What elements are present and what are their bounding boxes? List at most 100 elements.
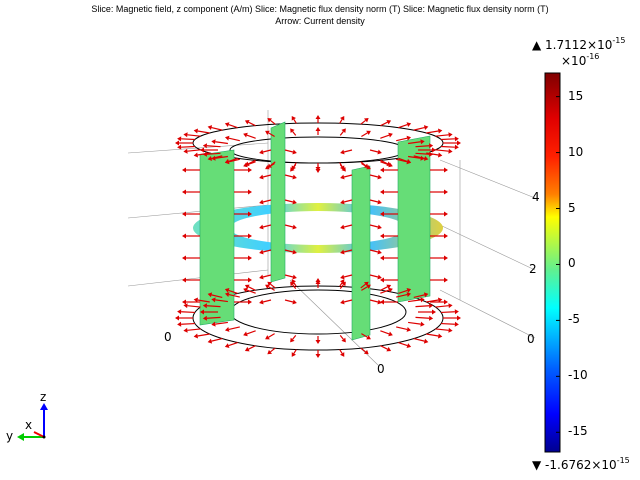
triad-x-label: x: [25, 418, 33, 432]
current-arrow-head: [444, 167, 448, 173]
colorbar-min-exp: -15: [616, 456, 630, 465]
current-arrow-head: [224, 288, 230, 293]
current-arrow-head: [444, 189, 448, 195]
current-arrow: [268, 162, 275, 168]
flux-density-ring-slice: [193, 203, 443, 253]
current-arrow: [415, 316, 430, 319]
current-arrow-head: [340, 199, 345, 205]
colorbar-tick-label: 15: [568, 88, 584, 103]
current-arrow-head: [386, 119, 392, 125]
x-tick-label: 0: [164, 330, 172, 344]
current-arrow-head: [454, 321, 459, 327]
current-arrow-head: [444, 255, 448, 261]
current-arrow-head: [207, 292, 213, 298]
current-arrow: [181, 311, 195, 314]
current-arrow: [215, 155, 228, 159]
current-arrow-head: [444, 233, 448, 239]
current-arrow: [197, 299, 210, 303]
current-arrow-head: [207, 125, 213, 131]
current-arrow-head: [341, 281, 346, 287]
current-arrow-head: [366, 284, 371, 289]
colorbar-max-exp: -15: [612, 36, 626, 45]
current-arrow: [284, 299, 294, 303]
current-arrow: [293, 119, 297, 124]
axis-triad: [17, 403, 48, 441]
current-arrow: [248, 159, 256, 165]
current-arrow-head: [377, 174, 382, 180]
current-arrow-head: [193, 152, 199, 158]
current-arrow-head: [388, 287, 393, 293]
current-arrow-head: [454, 144, 459, 150]
current-arrow-head: [248, 299, 252, 305]
current-arrow: [426, 299, 439, 303]
colorbar-max-label: ▲ 1.7112×10-15: [532, 36, 626, 53]
current-arrow-head: [444, 299, 448, 305]
current-arrow-head: [377, 249, 382, 255]
z-tick-label: 4: [532, 190, 540, 204]
current-arrow-head: [420, 155, 425, 161]
current-arrow-head: [437, 152, 443, 158]
current-arrow-head: [183, 327, 188, 333]
current-arrow-head: [341, 337, 346, 343]
current-arrow-head: [388, 162, 393, 168]
current-arrow-head: [177, 309, 182, 315]
current-arrow: [197, 130, 210, 134]
current-arrow: [228, 137, 240, 142]
current-arrow-head: [259, 224, 264, 230]
current-arrow-head: [380, 211, 384, 217]
current-arrow-head: [444, 277, 448, 283]
current-arrow: [408, 141, 421, 145]
current-arrow: [369, 224, 379, 228]
current-arrow: [262, 224, 272, 228]
current-arrow: [408, 299, 421, 303]
current-arrow: [380, 121, 388, 127]
current-arrow-head: [265, 284, 270, 289]
current-arrow-head: [340, 249, 345, 255]
current-arrow: [380, 134, 390, 139]
current-arrow-head: [428, 143, 434, 149]
current-arrow-head: [244, 119, 250, 125]
colorbar-min-label: ▼ -1.6762×10-15: [532, 456, 630, 473]
current-arrow: [413, 294, 425, 299]
plot-title-line2: Arrow: Current density: [275, 16, 365, 26]
current-arrow: [206, 305, 221, 308]
plot-title-line1: Slice: Magnetic field, z component (A/m)…: [91, 4, 549, 14]
current-arrow-head: [183, 303, 188, 309]
current-arrow-head: [340, 352, 345, 357]
current-arrow: [360, 347, 366, 353]
current-arrow: [408, 321, 421, 325]
current-arrow-head: [193, 297, 199, 303]
current-arrow-head: [386, 284, 392, 290]
current-arrow: [396, 137, 408, 142]
current-arrow: [262, 149, 272, 153]
current-arrow: [262, 174, 272, 178]
current-arrow-head: [292, 174, 297, 180]
z-tick-label: 2: [529, 262, 537, 276]
current-arrow-head: [182, 233, 186, 239]
current-arrow-head: [380, 277, 384, 283]
colorbar-max-value: 1.7112×10: [545, 38, 613, 52]
current-arrow: [415, 152, 430, 155]
current-arrow: [396, 158, 408, 163]
current-arrow: [228, 341, 238, 347]
colorbar-tick-label: -15: [568, 424, 588, 439]
current-arrow-head: [377, 224, 382, 230]
current-arrow-head: [341, 128, 346, 134]
current-arrow-head: [315, 169, 321, 173]
current-arrow-head: [340, 149, 345, 155]
current-arrow: [206, 145, 221, 148]
current-arrow: [415, 305, 430, 308]
current-arrow: [270, 347, 276, 353]
current-arrow-head: [388, 132, 393, 138]
current-arrow: [187, 134, 201, 137]
current-arrow-head: [448, 303, 453, 309]
current-arrow: [246, 161, 256, 166]
colorbar-scale-label: ×10-16: [561, 53, 599, 69]
current-arrow: [369, 249, 379, 253]
current-arrow-head: [200, 147, 204, 153]
current-arrow-head: [182, 277, 186, 283]
current-arrow-head: [428, 315, 434, 321]
current-arrow-head: [259, 299, 264, 305]
colorbar-scale: ×10: [561, 54, 587, 68]
